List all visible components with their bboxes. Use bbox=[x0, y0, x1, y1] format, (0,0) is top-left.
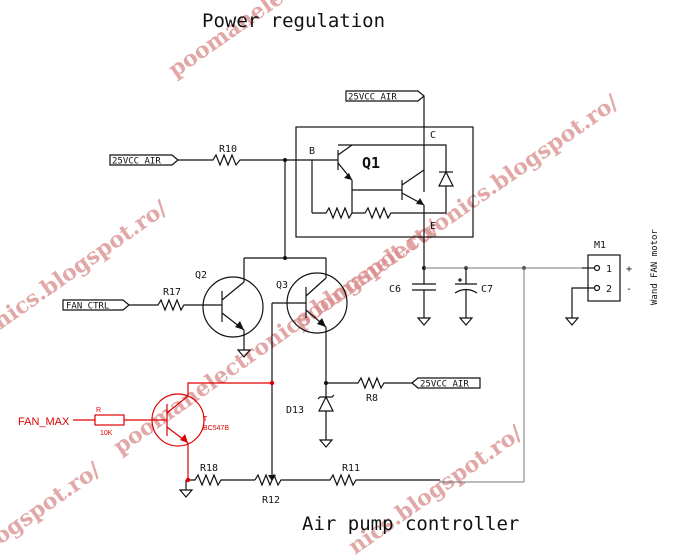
svg-text:2: 2 bbox=[606, 284, 612, 295]
q1-pin-c: C bbox=[430, 130, 436, 141]
svg-text:-: - bbox=[626, 284, 632, 295]
svg-text:M1: M1 bbox=[594, 240, 606, 251]
title-air-pump-controller: Air pump controller bbox=[302, 513, 519, 535]
title-power-regulation: Power regulation bbox=[202, 10, 385, 32]
svg-text:+: + bbox=[626, 264, 632, 275]
svg-text:FAN_CTRL: FAN_CTRL bbox=[66, 302, 109, 312]
svg-text:25VCC_AIR: 25VCC_AIR bbox=[348, 93, 397, 103]
resistor-r10: R10 bbox=[178, 144, 312, 167]
svg-text:R12: R12 bbox=[262, 495, 280, 506]
potentiometer-r12: R12 bbox=[254, 473, 288, 506]
transistor-bc547b bbox=[151, 393, 205, 447]
svg-text:R: R bbox=[96, 407, 101, 414]
svg-text:R17: R17 bbox=[163, 287, 181, 298]
svg-text:C6: C6 bbox=[389, 284, 401, 295]
svg-text:25VCC_AIR: 25VCC_AIR bbox=[420, 380, 469, 390]
svg-text:Q2: Q2 bbox=[195, 270, 207, 281]
q1-darlington: Q1 B C E bbox=[295, 126, 474, 240]
svg-text:R8: R8 bbox=[366, 393, 378, 404]
transistor-q2: Q2 bbox=[195, 258, 264, 358]
svg-text:25VCC_AIR: 25VCC_AIR bbox=[112, 157, 161, 167]
svg-text:BC547B: BC547B bbox=[203, 425, 229, 432]
watermark-text: ogspot.ro/ bbox=[0, 457, 106, 550]
resistor-r11: R11 bbox=[288, 463, 440, 487]
svg-text:Q3: Q3 bbox=[276, 280, 288, 291]
svg-text:D13: D13 bbox=[286, 405, 304, 416]
net-label-vcc-top: 25VCC_AIR bbox=[345, 90, 425, 145]
svg-text:T: T bbox=[203, 416, 208, 423]
watermark-layer: poomanelectronics.blogspot.ro/ poomanele… bbox=[0, 0, 624, 555]
svg-text:C7: C7 bbox=[481, 284, 493, 295]
zener-d13: D13 bbox=[286, 383, 335, 448]
transistor-q3: Q3 bbox=[271, 258, 348, 480]
capacitor-c6: C6 bbox=[389, 268, 436, 326]
resistor-10k bbox=[94, 414, 125, 426]
svg-text:10K: 10K bbox=[100, 430, 113, 437]
motor-connector-m1: M1 1 2 + - Wand FAN motor bbox=[564, 229, 660, 326]
svg-text:R10: R10 bbox=[219, 144, 237, 155]
q1-pin-b: B bbox=[309, 146, 315, 157]
net-label-fan-ctrl: FAN_CTRL bbox=[62, 299, 130, 312]
net-label-vcc-left: 25VCC_AIR bbox=[109, 154, 179, 167]
motor-description: Wand FAN motor bbox=[650, 229, 660, 305]
watermark-text: poomanelectronics.blogspot.ro/ bbox=[109, 214, 445, 460]
q1-label: Q1 bbox=[362, 154, 380, 172]
capacitor-c7: C7 bbox=[454, 268, 493, 326]
added-fan-max-circuit: FAN_MAX R 10K T BC547B bbox=[18, 380, 275, 483]
svg-text:1: 1 bbox=[606, 264, 612, 275]
svg-text:R11: R11 bbox=[342, 463, 360, 474]
svg-text:R18: R18 bbox=[200, 463, 218, 474]
fan-max-label: FAN_MAX bbox=[18, 416, 70, 428]
watermark-text: nics.blogspot.ro/ bbox=[0, 195, 173, 335]
q1-pin-e: E bbox=[430, 221, 436, 232]
resistor-r8: R8 bbox=[326, 376, 412, 404]
net-label-vcc-right: 25VCC_AIR bbox=[411, 377, 481, 390]
resistor-r18: R18 bbox=[186, 463, 255, 487]
resistor-r17: R17 bbox=[129, 287, 222, 312]
